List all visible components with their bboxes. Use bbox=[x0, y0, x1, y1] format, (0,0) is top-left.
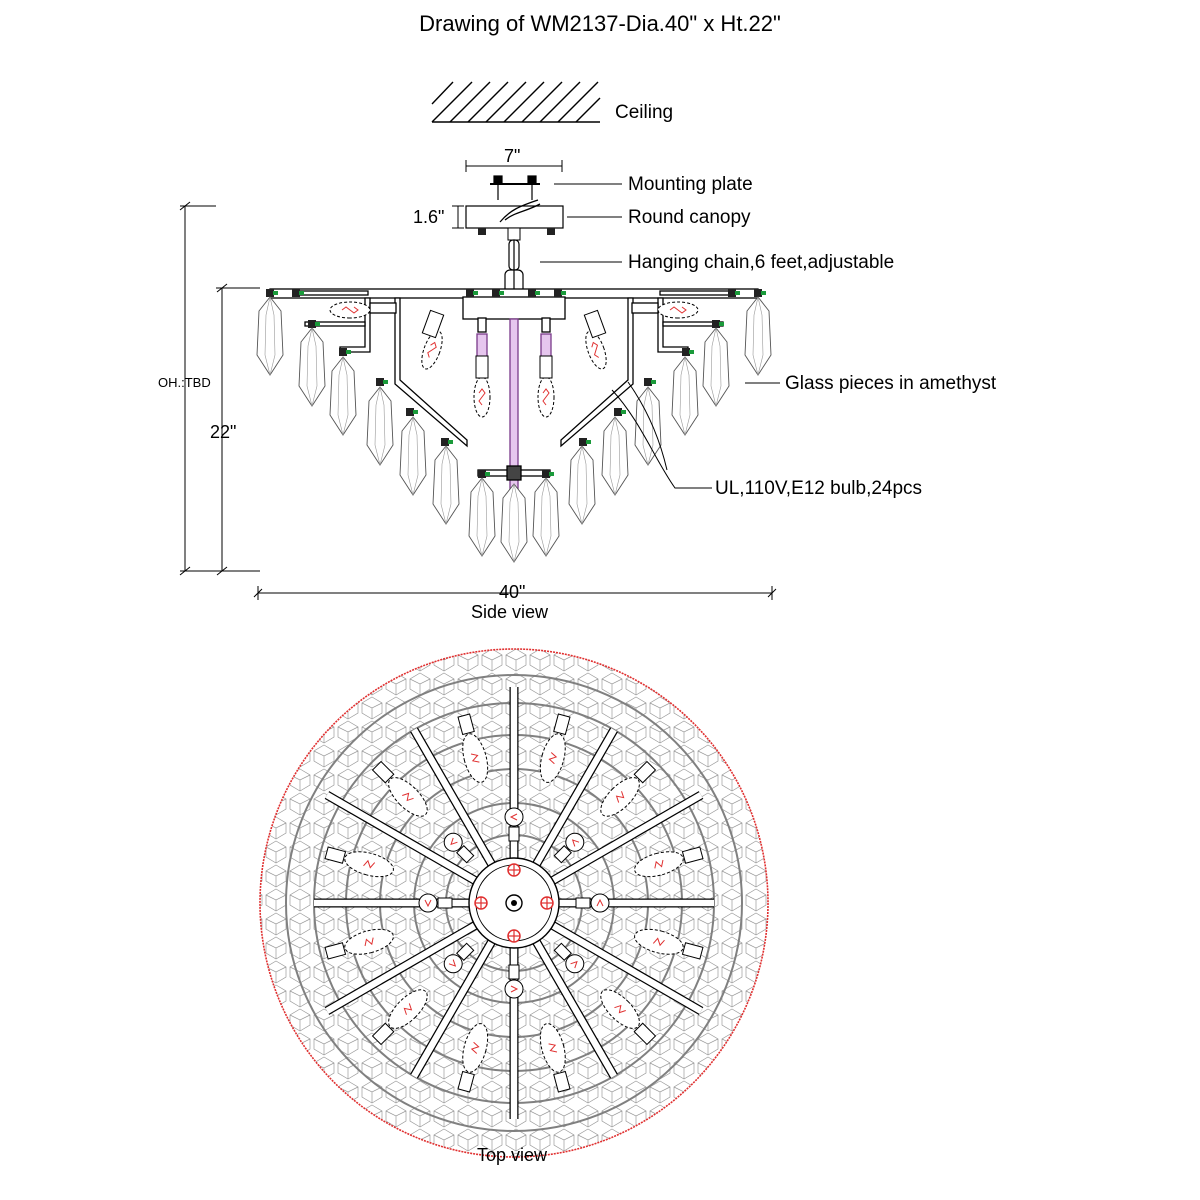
inner-bulb bbox=[553, 832, 585, 864]
inner-bulb bbox=[504, 807, 524, 842]
side-view bbox=[179, 81, 780, 600]
spoke-arm bbox=[550, 791, 704, 885]
dimension-7in bbox=[465, 160, 563, 172]
mounting-mark bbox=[507, 929, 521, 943]
label-ceiling: Ceiling bbox=[615, 102, 674, 123]
dimension-1-6in bbox=[452, 205, 464, 229]
mounting-mark bbox=[540, 896, 554, 910]
label-bulbs: UL,110V,E12 bulb,24pcs bbox=[715, 478, 923, 499]
spoke-arm bbox=[410, 727, 496, 867]
label-round-canopy: Round canopy bbox=[628, 207, 751, 228]
dimension-canopy-width: 7" bbox=[504, 146, 521, 166]
caption-top-view: Top view bbox=[477, 1145, 548, 1165]
spoke-arm bbox=[532, 939, 618, 1079]
inner-bulb bbox=[575, 893, 610, 913]
spoke-arm bbox=[324, 791, 478, 885]
mounting-plate bbox=[490, 175, 540, 200]
inner-bulb bbox=[443, 942, 475, 974]
caption-side-view: Side view bbox=[471, 602, 549, 622]
ceiling-hatch bbox=[431, 81, 601, 123]
inner-bulb bbox=[418, 893, 453, 913]
dimension-canopy-height: 1.6" bbox=[413, 207, 445, 227]
center-hub bbox=[468, 857, 560, 949]
inner-bulb bbox=[443, 832, 475, 864]
top-view bbox=[259, 648, 769, 1158]
spoke-arm bbox=[550, 921, 704, 1015]
mounting-mark bbox=[474, 896, 488, 910]
spoke-arm bbox=[410, 939, 496, 1079]
dimension-height bbox=[179, 201, 260, 576]
label-mounting-plate: Mounting plate bbox=[628, 174, 753, 195]
dimension-overall-height: OH.:TBD bbox=[158, 375, 211, 390]
round-canopy bbox=[465, 199, 564, 241]
frame bbox=[269, 288, 759, 500]
dimension-diameter bbox=[253, 586, 777, 600]
dimension-height-label: 22" bbox=[210, 422, 237, 442]
dimension-diameter-label: 40" bbox=[499, 582, 526, 602]
inner-bulb bbox=[553, 942, 585, 974]
hub-mounting-marks bbox=[474, 863, 554, 943]
drawing-title: Drawing of WM2137-Dia.40" x Ht.22" bbox=[419, 11, 781, 36]
top-view-bulbs bbox=[323, 712, 705, 1094]
side-bulbs bbox=[329, 301, 699, 418]
mounting-mark bbox=[507, 863, 521, 877]
label-glass-pieces: Glass pieces in amethyst bbox=[785, 373, 997, 394]
spoke-arm bbox=[324, 921, 478, 1015]
label-hanging-chain: Hanging chain,6 feet,adjustable bbox=[628, 252, 895, 273]
inner-bulb bbox=[504, 964, 524, 999]
leader-lines bbox=[611, 381, 780, 489]
hanging-chain bbox=[504, 239, 524, 297]
spoke-arm bbox=[532, 727, 618, 867]
